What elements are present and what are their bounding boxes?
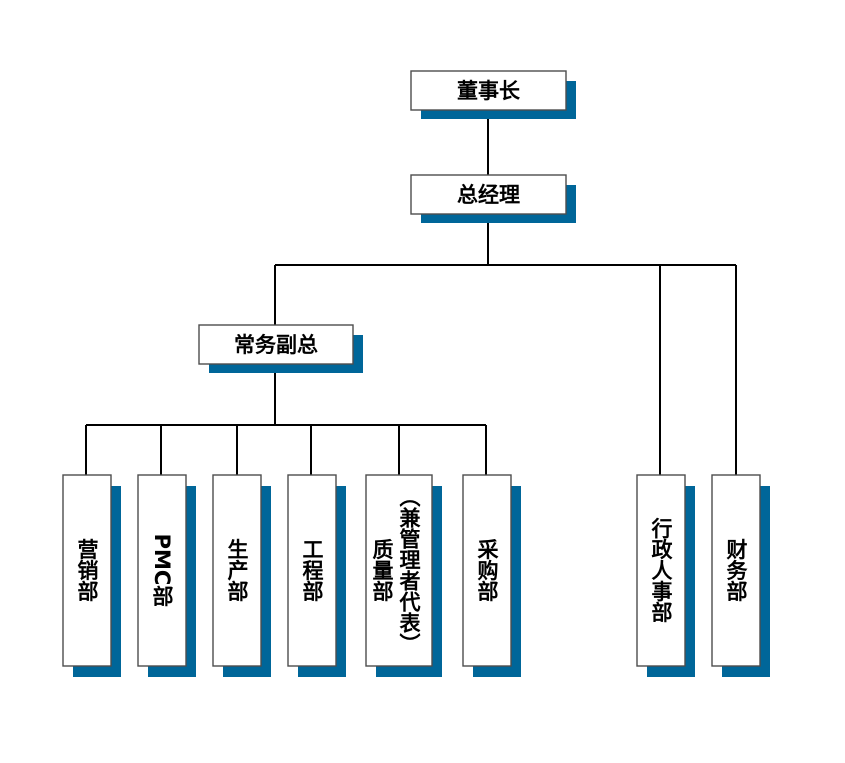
node-label: 工程部	[300, 539, 324, 602]
node-label: 营销部	[75, 538, 99, 602]
connectors	[85, 110, 737, 476]
node-deputy: 常务副总	[198, 324, 363, 373]
node-label: 质量部	[370, 539, 394, 602]
node-label: 行政人事部	[649, 517, 674, 623]
node-label-note: （兼管理者代表）	[397, 486, 422, 654]
node-box	[137, 474, 187, 667]
node-box	[711, 474, 761, 667]
node-pmc: PMC部	[137, 474, 196, 677]
node-finance: 财务部	[711, 474, 770, 677]
node-quality: （兼管理者代表） 质量部	[365, 474, 442, 677]
node-engineering: 工程部	[287, 474, 346, 677]
node-chairman: 董事长	[410, 70, 576, 119]
node-box	[410, 174, 567, 215]
node-label: PMC部	[150, 534, 174, 607]
node-production: 生产部	[212, 474, 271, 677]
node-label: 财务部	[724, 539, 748, 602]
node-gm: 总经理	[410, 174, 576, 223]
node-box	[636, 474, 686, 667]
node-hr-admin: 行政人事部	[636, 474, 695, 677]
node-label: 常务副总	[234, 333, 318, 357]
node-box	[410, 70, 567, 111]
node-label: 采购部	[475, 539, 499, 602]
node-sales: 营销部	[62, 474, 121, 677]
node-box	[198, 324, 354, 365]
node-box	[462, 474, 512, 667]
node-label: 董事长	[457, 79, 521, 103]
node-box	[287, 474, 337, 667]
node-label: 总经理	[457, 183, 520, 207]
node-box	[365, 474, 433, 667]
node-purchasing: 采购部	[462, 474, 521, 677]
node-box	[212, 474, 262, 667]
node-box	[62, 474, 112, 667]
node-label: 生产部	[225, 538, 249, 602]
